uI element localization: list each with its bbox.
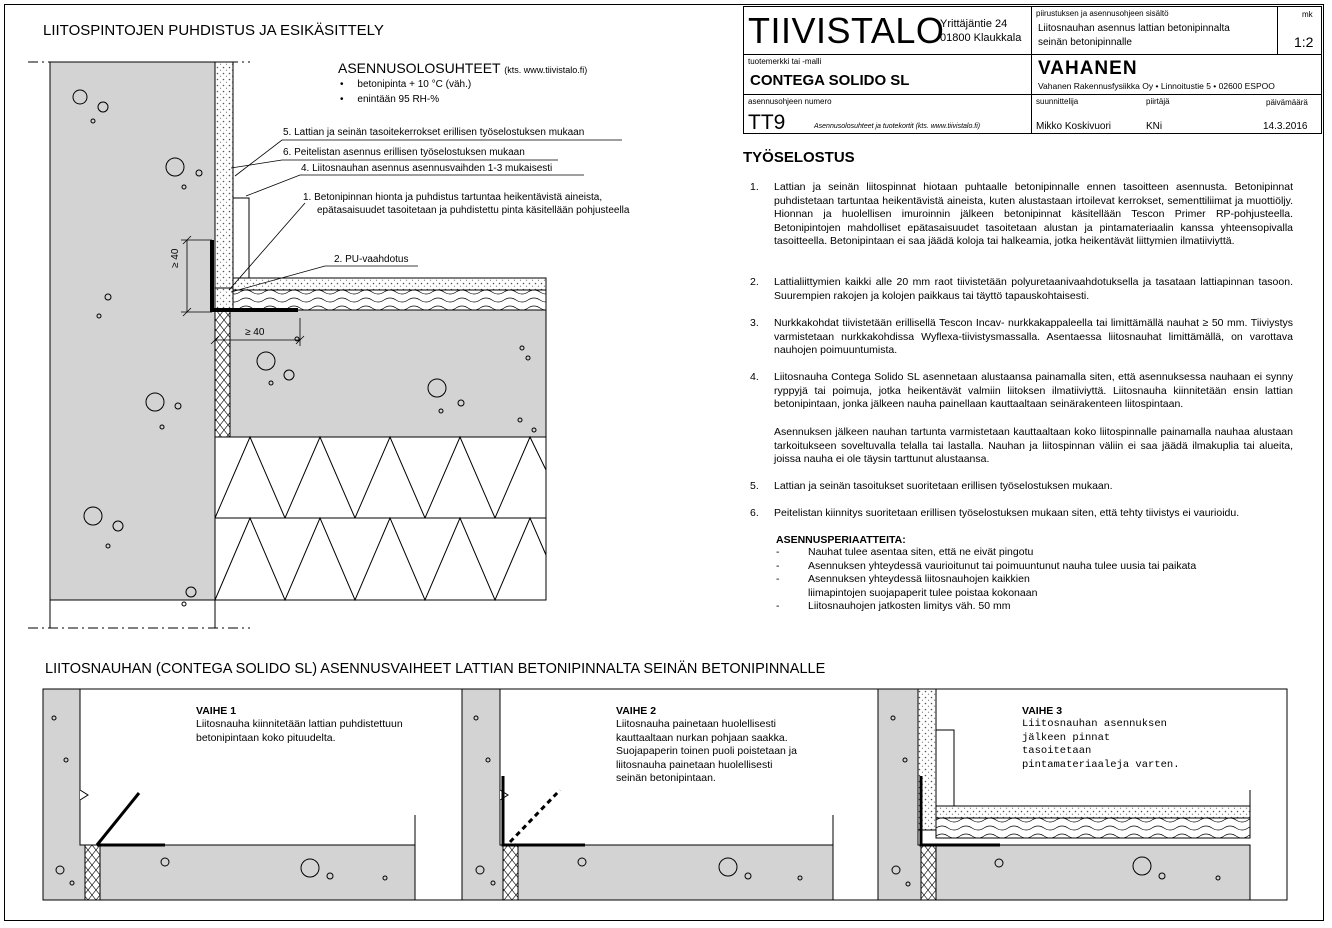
number-label: asennusohjeen numero xyxy=(748,97,832,106)
brand-address-1: Yrittäjäntie 24 xyxy=(940,18,1008,30)
scale-value: 1:2 xyxy=(1294,34,1314,50)
principles-title: ASENNUSPERIAATTEITA: xyxy=(776,534,906,546)
work-step: 3.Nurkkakohdat tiivistetään erillisellä … xyxy=(750,317,1293,357)
brand-name: TIIVISTALO xyxy=(748,10,945,51)
sheet-content-line2: seinän betonipinnalle xyxy=(1038,37,1132,48)
condition-item: • enintään 95 RH-% xyxy=(340,94,440,105)
people-cell: suunnittelija Mikko Koskivuori piirtäjä … xyxy=(1031,94,1322,134)
phase-3-title: VAIHE 3 xyxy=(1022,705,1063,717)
conditions-title: ASENNUSOLOSUHTEET (kts. www.tiivistalo.f… xyxy=(338,60,587,76)
condition-item: • betonipinta + 10 °C (väh.) xyxy=(340,79,472,90)
work-step: 2.Lattialiittymien kaikki alle 20 mm rao… xyxy=(750,276,1293,302)
conditions-note: (kts. www.tiivistalo.fi) xyxy=(504,65,588,75)
drawing-frame xyxy=(4,4,1324,921)
work-step: 5.Lattian ja seinän tasoitukset suoritet… xyxy=(750,480,1113,492)
work-description-title: TYÖSELOSTUS xyxy=(743,149,855,166)
date-value: 14.3.2016 xyxy=(1263,121,1308,132)
conditions-heading: ASENNUSOLOSUHTEET xyxy=(338,60,501,76)
designer-label: suunnittelija xyxy=(1036,97,1079,106)
instruction-number: TT9 xyxy=(748,111,786,134)
callout-4: 4. Liitosnauhan asennus asennusvaihden 1… xyxy=(301,163,553,174)
brand-cell: TIIVISTALO Yrittäjäntie 24 01800 Klaukka… xyxy=(743,6,1032,55)
scale-label: mk xyxy=(1302,10,1313,19)
phase-2-drawing xyxy=(461,688,834,901)
detail-title: LIITOSPINTOJEN PUHDISTUS JA ESIKÄSITTELY xyxy=(43,22,384,39)
number-cell: asennusohjeen numero TT9 Asennusolosuhte… xyxy=(743,94,1032,134)
designer-name: Mikko Koskivuori xyxy=(1036,121,1112,132)
phase-3-drawing xyxy=(877,688,1251,901)
principles-list: Nauhat tulee asentaa siten, että ne eivä… xyxy=(776,546,1246,614)
phases-title: LIITOSNAUHAN (CONTEGA SOLIDO SL) ASENNUS… xyxy=(45,661,826,677)
callout-2: 2. PU-vaahdotus xyxy=(334,254,409,265)
callout-1-line2: epätasaisuudet tasoitetaan ja puhdistett… xyxy=(317,205,630,216)
phase-1-drawing xyxy=(42,688,416,901)
work-step: Asennuksen jälkeen nauhan tartunta varmi… xyxy=(774,426,1293,466)
drafter-name: KNi xyxy=(1146,121,1163,132)
callout-1-line1: 1. Betonipinnan hionta ja puhdistus tart… xyxy=(303,192,603,203)
date-label: päivämäärä xyxy=(1266,98,1308,107)
number-note: Asennusolosuhteet ja tuotekortit (kts. w… xyxy=(814,123,981,130)
principle-item: Nauhat tulee asentaa siten, että ne eivä… xyxy=(776,546,1246,560)
principle-item: Asennuksen yhteydessä liitosnauhojen kai… xyxy=(776,573,1078,600)
product-name: CONTEGA SOLIDO SL xyxy=(750,72,910,89)
callout-6: 6. Peitelistan asennus erillisen työselo… xyxy=(283,147,525,158)
principle-item: Liitosnauhojen jatkosten limitys väh. 50… xyxy=(776,600,1246,614)
product-label: tuotemerkki tai -malli xyxy=(748,57,822,66)
phase-2-title: VAIHE 2 xyxy=(616,705,657,717)
phase-1-title: VAIHE 1 xyxy=(196,705,237,717)
consultant-address: Vahanen Rakennusfysiikka Oy • Linnoitust… xyxy=(1038,81,1275,91)
consultant-logo: VAHANEN xyxy=(1038,58,1138,79)
drafter-label: piirtäjä xyxy=(1146,97,1170,106)
dimension-horizontal: ≥ 40 xyxy=(245,327,265,338)
principle-item: Asennuksen yhteydessä vaurioitunut tai p… xyxy=(776,560,1246,574)
conditions-list: • betonipinta + 10 °C (väh.) • enintään … xyxy=(340,77,471,107)
brand-address-2: 01800 Klaukkala xyxy=(940,32,1022,44)
work-step: 4.Liitosnauha Contega Solido SL asenneta… xyxy=(750,371,1293,411)
work-step: 6.Peitelistan kiinnitys suoritetaan eril… xyxy=(750,507,1240,519)
sheet-content-line1: Liitosnauhan asennus lattian betonipinna… xyxy=(1038,23,1230,34)
sheet-content-label: piirustuksen ja asennusohjeen sisältö xyxy=(1036,9,1169,18)
callout-5: 5. Lattian ja seinän tasoitekerrokset er… xyxy=(283,127,585,138)
work-step: 1.Lattian ja seinän liitospinnat hiotaan… xyxy=(750,181,1293,248)
